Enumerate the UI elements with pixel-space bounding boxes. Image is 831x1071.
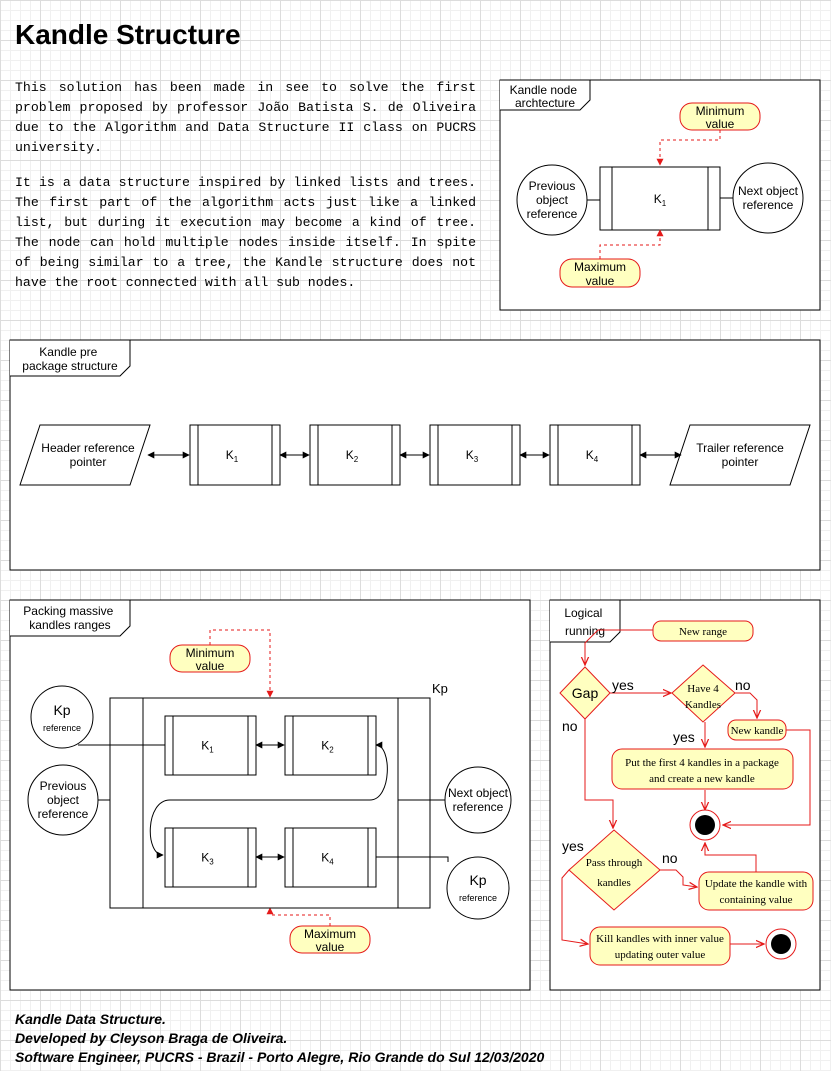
svg-text:Packing massive kandles: Packing massive kandles ranges [23,604,116,632]
gap-no-label: no [562,718,578,734]
flow-branch-labels: yes no no yes yes no [562,677,751,866]
kandle-node-k2: K2 [309,424,401,486]
logical-running-frame: Logical running [549,599,821,991]
gap-decision: Gap [559,666,611,720]
svg-text:K4: K4 [586,448,599,464]
end-node-1 [689,809,721,841]
new-range-node: New range [652,620,754,642]
kandle-node-k1: K1 [164,715,257,776]
pass-no-label: no [662,850,678,866]
svg-text:Kp: Kp [469,872,486,888]
pkg-min-connector [209,629,274,698]
pkg-max-connector [266,907,331,926]
packing-links [78,741,449,862]
svg-text:New kandle: New kandle [731,725,784,737]
svg-text:Kandle pre package struc: Kandle pre package structure [22,345,118,373]
svg-text:New range: New range [679,626,727,638]
new-kandle-node: New kandle [727,719,787,741]
have4-yes-label: yes [673,729,695,745]
kandle-node-k3: K3 [164,827,257,888]
pre-package-nodes: K1 K2 K3 K4 [189,424,641,486]
kp-reference-bottom: Kp reference [446,856,510,920]
footer-line-1: Kandle Data Structure. [15,1011,166,1027]
intro-text: This solution has been made in see to so… [15,78,476,308]
kandle-node-k3: K3 [429,424,521,486]
svg-text:Logical running: Logical running [564,606,605,638]
footer-line-2: Developed by Cleyson Braga de Oliveira. [15,1030,288,1046]
end-node-2 [765,928,797,960]
kandle-node-k4: K4 [284,827,377,888]
package-kp: Kp [109,681,448,909]
svg-text:K2: K2 [346,448,359,464]
package-label: Kp [432,681,448,696]
page-title: Kandle Structure [15,19,241,50]
node-k1: K1 [599,166,721,231]
gap-yes-label: yes [612,677,634,693]
kandle-node-k4: K4 [549,424,641,486]
pass-yes-label: yes [562,838,584,854]
flow-edges [561,629,811,944]
footer-line-3: Software Engineer, PUCRS - Brazil - Port… [15,1049,545,1065]
kp-reference-top: Kp reference [30,685,94,749]
svg-text:K1: K1 [654,192,667,208]
svg-text:reference: reference [43,723,81,733]
svg-text:Kp: Kp [53,702,70,718]
kandle-node-k2: K2 [284,715,377,776]
intro-paragraph-1: This solution has been made in see to so… [15,80,476,155]
svg-text:Gap: Gap [572,685,599,701]
footer: Kandle Data Structure. Developed by Cley… [15,1010,544,1067]
svg-text:K3: K3 [466,448,479,464]
kandle-node-k1: K1 [189,424,281,486]
svg-text:reference: reference [459,893,497,903]
max-connector [599,229,664,259]
have4-no-label: no [735,677,751,693]
svg-text:Put the first 4 kandles in a p: Put the first 4 kandles in a packageand … [625,757,779,785]
frame-label: Kandle node archtecture [510,83,581,110]
intro-paragraph-2: It is a data structure inspired by linke… [15,175,476,290]
svg-text:K1: K1 [226,448,239,464]
